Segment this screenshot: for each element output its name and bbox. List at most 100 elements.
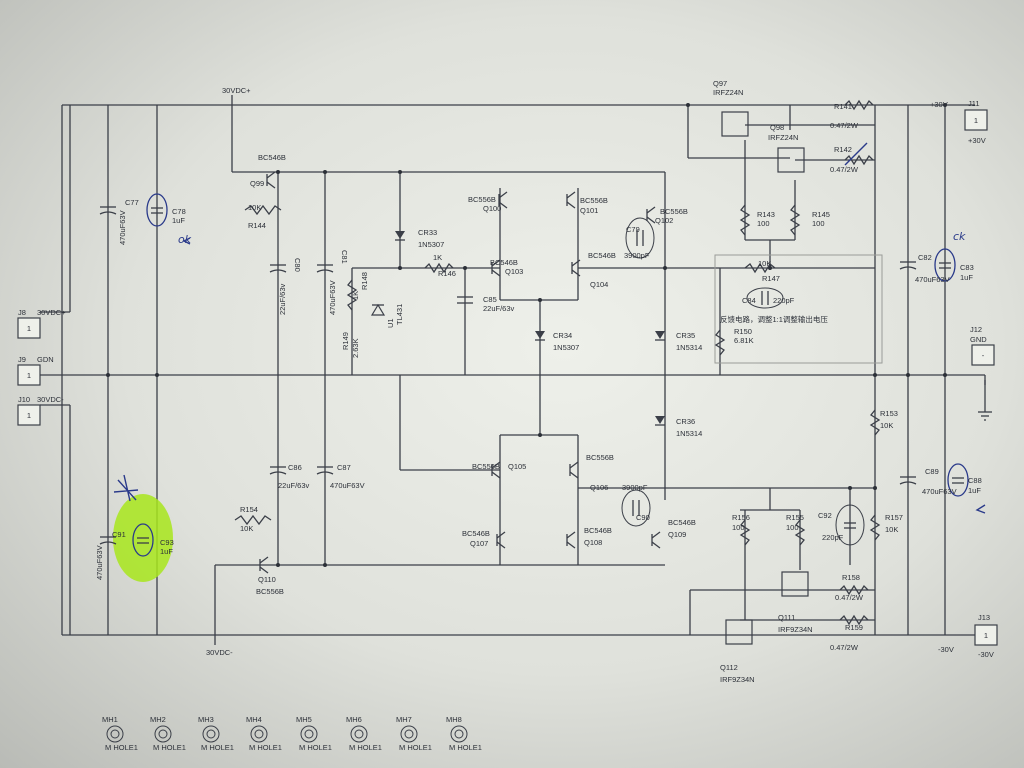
- svg-text:R155: R155: [786, 513, 804, 522]
- svg-text:1: 1: [27, 371, 31, 380]
- svg-text:IRFZ24N: IRFZ24N: [768, 133, 798, 142]
- svg-text:MH5: MH5: [296, 715, 312, 724]
- svg-text:BC556B: BC556B: [660, 207, 688, 216]
- svg-text:C89: C89: [925, 467, 939, 476]
- svg-text:R149: R149: [341, 332, 350, 350]
- svg-text:MH1: MH1: [102, 715, 118, 724]
- svg-text:Q107: Q107: [470, 539, 488, 548]
- svg-text:R157: R157: [885, 513, 903, 522]
- svg-text:1N5314: 1N5314: [676, 429, 702, 438]
- svg-text:1K: 1K: [433, 253, 442, 262]
- pen-marks: [113, 142, 986, 514]
- svg-text:-: -: [982, 351, 985, 360]
- handwritten-ck: ck: [953, 230, 966, 243]
- svg-text:R154: R154: [240, 505, 258, 514]
- svg-text:3900pF: 3900pF: [622, 483, 648, 492]
- svg-text:R142: R142: [834, 145, 852, 154]
- svg-text:22uF/63v: 22uF/63v: [483, 304, 515, 313]
- svg-text:R159: R159: [845, 623, 863, 632]
- svg-text:Q103: Q103: [505, 267, 523, 276]
- svg-text:TL431: TL431: [395, 304, 404, 325]
- svg-text:0.47/2W: 0.47/2W: [830, 643, 859, 652]
- mounting-hole: MH6 M HOLE1: [346, 715, 382, 752]
- svg-text:Q102: Q102: [655, 216, 673, 225]
- svg-text:470uF63V: 470uF63V: [915, 275, 950, 284]
- svg-text:470uF63V: 470uF63V: [95, 545, 104, 580]
- svg-text:22uF/63v: 22uF/63v: [278, 283, 287, 315]
- svg-text:C78: C78: [172, 207, 186, 216]
- svg-text:C93: C93: [160, 538, 174, 547]
- svg-text:BC556B: BC556B: [472, 462, 500, 471]
- svg-text:10K: 10K: [758, 259, 771, 268]
- junctions: [106, 103, 947, 567]
- svg-text:BC546B: BC546B: [584, 526, 612, 535]
- svg-text:Q110: Q110: [258, 575, 276, 584]
- svg-text:R141: R141: [834, 102, 852, 111]
- rail-label-pos: +30V: [930, 100, 948, 109]
- svg-text:IRF9Z34N: IRF9Z34N: [778, 625, 813, 634]
- svg-text:R156: R156: [732, 513, 750, 522]
- svg-text:Q105: Q105: [508, 462, 526, 471]
- svg-text:Q106: Q106: [590, 483, 608, 492]
- svg-text:J9: J9: [18, 355, 26, 364]
- rail-label-top: 30VDC+: [222, 86, 251, 95]
- transistor-symbols: [259, 111, 809, 645]
- svg-text:1N5307: 1N5307: [553, 343, 579, 352]
- svg-text:1uF: 1uF: [968, 486, 981, 495]
- svg-text:BC546B: BC546B: [490, 258, 518, 267]
- svg-text:6.81K: 6.81K: [734, 336, 754, 345]
- svg-text:BC546B: BC546B: [462, 529, 490, 538]
- svg-text:R145: R145: [812, 210, 830, 219]
- svg-text:Q108: Q108: [584, 538, 602, 547]
- svg-text:470uF63V: 470uF63V: [118, 210, 127, 245]
- svg-text:BC556B: BC556B: [256, 587, 284, 596]
- svg-text:C84: C84: [742, 296, 756, 305]
- svg-text:10K: 10K: [880, 421, 893, 430]
- wires: [40, 95, 992, 645]
- connector-j10: 1 J10 30VDC-: [17, 395, 64, 426]
- svg-text:C88: C88: [968, 476, 982, 485]
- svg-text:M HOLE1: M HOLE1: [153, 743, 186, 752]
- svg-text:U1: U1: [386, 318, 395, 328]
- svg-text:CR34: CR34: [553, 331, 572, 340]
- svg-text:MH2: MH2: [150, 715, 166, 724]
- svg-text:1: 1: [974, 116, 978, 125]
- svg-text:R147: R147: [762, 274, 780, 283]
- svg-text:Q112: Q112: [720, 663, 738, 672]
- resistor-symbols: [234, 99, 881, 626]
- svg-text:J10: J10: [18, 395, 30, 404]
- svg-text:BC546B: BC546B: [588, 251, 616, 260]
- svg-text:10K: 10K: [885, 525, 898, 534]
- svg-text:C90: C90: [636, 513, 650, 522]
- svg-text:0.47/2W: 0.47/2W: [830, 121, 859, 130]
- svg-text:M HOLE1: M HOLE1: [201, 743, 234, 752]
- svg-text:M HOLE1: M HOLE1: [349, 743, 382, 752]
- capacitor-symbols: [99, 193, 969, 557]
- svg-text:M HOLE1: M HOLE1: [105, 743, 138, 752]
- svg-text:CR36: CR36: [676, 417, 695, 426]
- svg-text:R150: R150: [734, 327, 752, 336]
- connector-j13: 1 J13 -30V: [974, 613, 998, 659]
- svg-text:Q100: Q100: [483, 204, 501, 213]
- svg-text:100: 100: [786, 523, 799, 532]
- mounting-hole: MH2 M HOLE1: [150, 715, 186, 752]
- handwritten-ok: ok: [178, 233, 192, 246]
- svg-text:C77: C77: [125, 198, 139, 207]
- svg-text:1: 1: [27, 411, 31, 420]
- svg-text:BC546B: BC546B: [258, 153, 286, 162]
- svg-text:R158: R158: [842, 573, 860, 582]
- svg-text:C82: C82: [918, 253, 932, 262]
- svg-text:10K: 10K: [248, 203, 261, 212]
- svg-text:MH6: MH6: [346, 715, 362, 724]
- svg-text:1K: 1K: [351, 291, 360, 300]
- svg-text:C83: C83: [960, 263, 974, 272]
- svg-text:1N5307: 1N5307: [418, 240, 444, 249]
- svg-text:2.63K: 2.63K: [351, 338, 360, 358]
- svg-text:C87: C87: [337, 463, 351, 472]
- svg-text:Q101: Q101: [580, 206, 598, 215]
- svg-text:C81: C81: [340, 250, 349, 264]
- svg-text:R148: R148: [360, 272, 369, 290]
